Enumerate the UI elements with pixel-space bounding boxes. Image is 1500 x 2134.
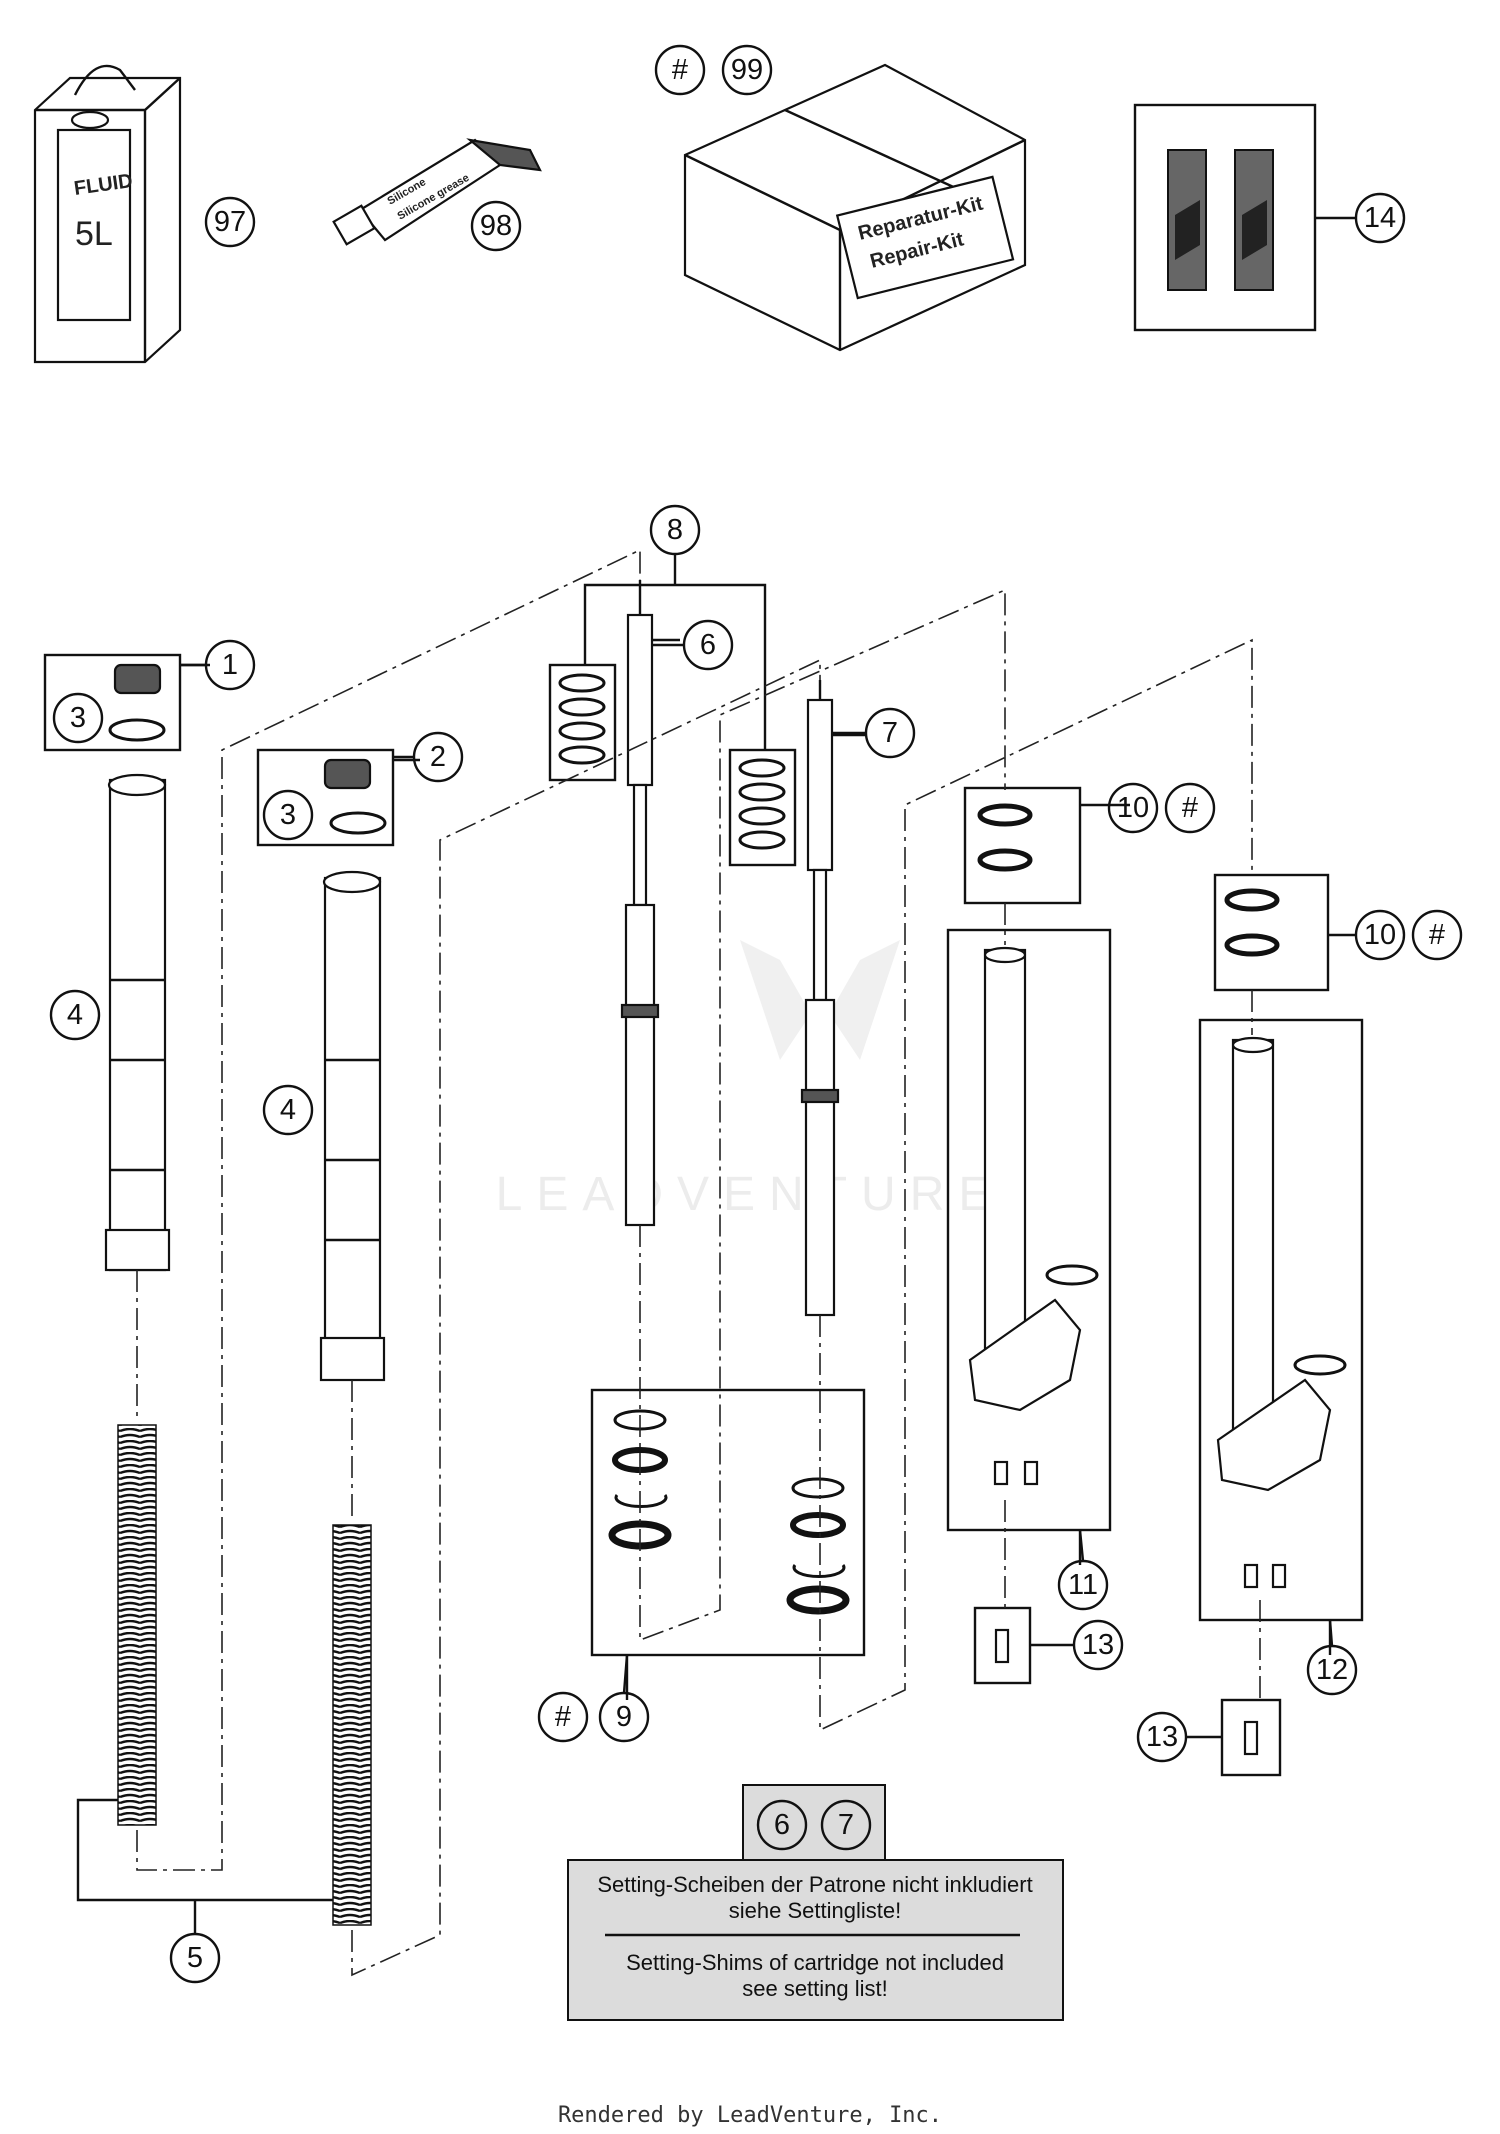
- callout-14: 14: [1354, 192, 1406, 244]
- callout-97: 97: [204, 196, 256, 248]
- callout-5: 5: [169, 1932, 221, 1984]
- callout-4b: 4: [262, 1084, 314, 1136]
- callout-3b: 3: [262, 789, 314, 841]
- svg-text:4: 4: [67, 999, 83, 1031]
- svg-text:3: 3: [70, 702, 86, 734]
- repair-kit-box: Reparatur-Kit Repair-Kit: [683, 63, 1027, 352]
- svg-text:2: 2: [430, 741, 446, 773]
- callout-6b: 6: [756, 1799, 808, 1851]
- svg-text:1: 1: [222, 649, 238, 681]
- svg-text:7: 7: [838, 1809, 854, 1841]
- decal-set: [1133, 103, 1355, 332]
- outer-tube-right: [319, 870, 386, 1382]
- callout-2: 2: [412, 731, 464, 783]
- callout-12: 12: [1306, 1644, 1358, 1696]
- svg-text:13: 13: [1146, 1721, 1178, 1753]
- assembly-lines: [136, 548, 1261, 1977]
- callout-10b-hash: #: [1411, 909, 1463, 961]
- callout-3a: 3: [52, 692, 104, 744]
- svg-text:13: 13: [1082, 1629, 1114, 1661]
- svg-text:3: 3: [280, 799, 296, 831]
- bracket-8: [583, 555, 767, 750]
- svg-text:#: #: [1182, 792, 1198, 824]
- watermark: LEADVENTURE: [496, 940, 1005, 1221]
- note-de-line1: Setting-Scheiben der Patrone nicht inklu…: [597, 1872, 1032, 1897]
- callout-13b: 13: [1136, 1711, 1188, 1763]
- note-de-line2: siehe Settingliste!: [729, 1898, 901, 1923]
- callout-6: 6: [682, 619, 734, 671]
- lower-leg-right: [1198, 1018, 1364, 1655]
- screw-box-13a: [973, 1606, 1075, 1685]
- svg-text:11: 11: [1068, 1569, 1098, 1601]
- lower-leg-left: [946, 928, 1112, 1565]
- callout-99: 99: [721, 44, 773, 96]
- cartridge-7: [800, 680, 865, 1317]
- callout-10a-hash: #: [1164, 782, 1216, 834]
- shim-box-right: [728, 748, 797, 867]
- screw-box-13b: [1185, 1698, 1282, 1777]
- svg-text:5: 5: [187, 1942, 203, 1974]
- svg-text:7: 7: [882, 717, 898, 749]
- callout-99-hash: #: [654, 44, 706, 96]
- springs: [76, 1424, 372, 1935]
- svg-text:8: 8: [667, 514, 683, 546]
- fluid-label-line2: 5L: [75, 215, 113, 253]
- svg-text:12: 12: [1316, 1654, 1348, 1686]
- svg-text:98: 98: [480, 210, 512, 242]
- fork-cap-box-2: [256, 748, 420, 847]
- callout-7b: 7: [820, 1799, 872, 1851]
- callout-10a: 10: [1107, 782, 1159, 834]
- callout-98: 98: [470, 200, 522, 252]
- setting-note: Setting-Scheiben der Patrone nicht inklu…: [567, 1784, 1064, 2021]
- svg-text:#: #: [555, 1701, 571, 1733]
- callout-1: 1: [204, 639, 256, 691]
- seal-kit-box: [590, 1388, 866, 1700]
- watermark-text: LEADVENTURE: [496, 1168, 1005, 1221]
- svg-text:97: 97: [214, 206, 246, 238]
- svg-text:4: 4: [280, 1094, 296, 1126]
- callout-8: 8: [649, 504, 701, 556]
- outer-tube-left: [104, 773, 171, 1272]
- svg-text:99: 99: [731, 54, 763, 86]
- svg-text:14: 14: [1364, 202, 1396, 234]
- callout-4a: 4: [49, 989, 101, 1041]
- svg-text:6: 6: [774, 1809, 790, 1841]
- callout-7: 7: [864, 707, 916, 759]
- callout-9: 9: [598, 1691, 650, 1743]
- svg-text:6: 6: [700, 629, 716, 661]
- callouts: 97 98 # 99 14 8 1 3 6 2 3 7 10 # 10 # 4 …: [49, 44, 1463, 1984]
- svg-text:#: #: [672, 54, 688, 86]
- callout-11: 11: [1057, 1559, 1109, 1611]
- bushing-box-left: [963, 786, 1130, 905]
- leader-lines: [180, 643, 1334, 1694]
- svg-text:9: 9: [616, 1701, 632, 1733]
- shim-box-left: [548, 663, 617, 782]
- footer-credit: Rendered by LeadVenture, Inc.: [558, 2103, 942, 2128]
- svg-text:#: #: [1429, 919, 1445, 951]
- callout-9-hash: #: [537, 1691, 589, 1743]
- callout-13a: 13: [1072, 1619, 1124, 1671]
- svg-text:10: 10: [1117, 792, 1149, 824]
- callout-10b: 10: [1354, 909, 1406, 961]
- svg-text:10: 10: [1364, 919, 1396, 951]
- note-en-line1: Setting-Shims of cartridge not included: [626, 1950, 1004, 1975]
- fluid-can: FLUID 5L: [33, 64, 182, 364]
- bushing-box-right: [1213, 873, 1355, 992]
- cartridge-6: [620, 580, 680, 1227]
- note-en-line2: see setting list!: [742, 1976, 888, 2001]
